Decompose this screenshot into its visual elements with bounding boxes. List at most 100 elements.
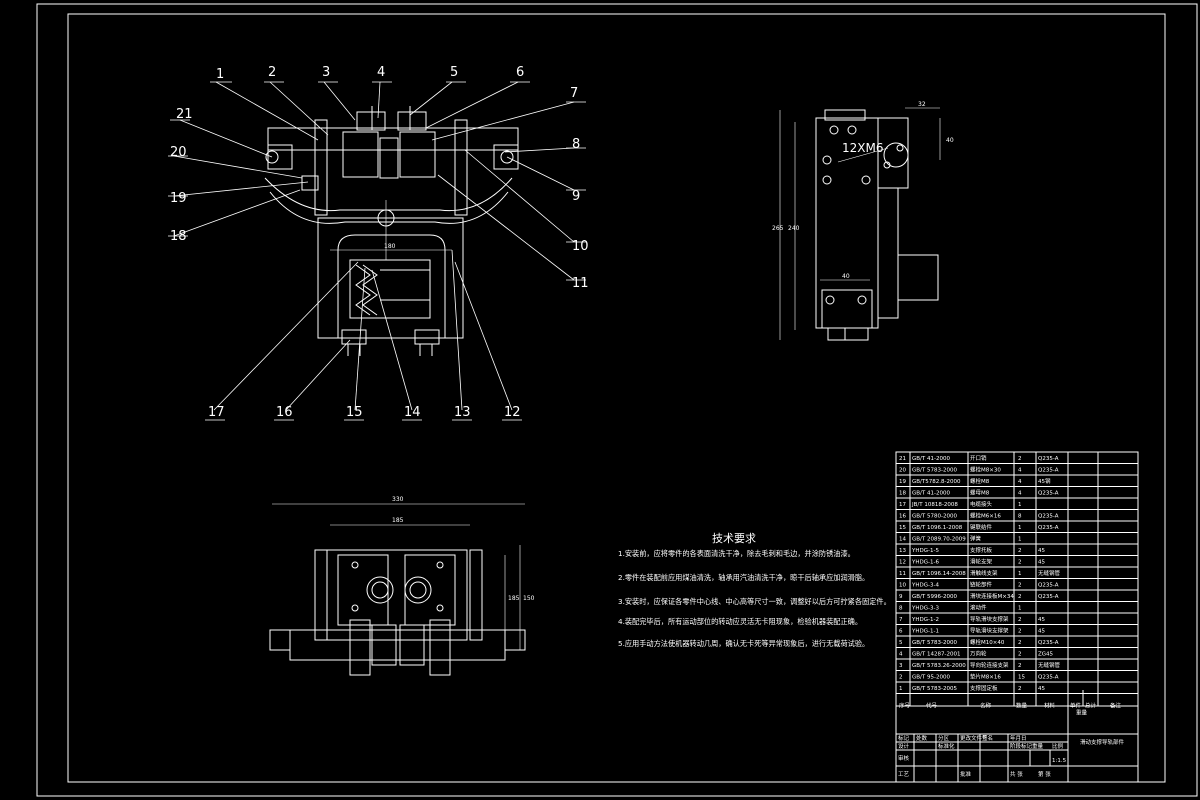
- bom-cell-name: 螺栓M8×30: [970, 466, 1001, 474]
- tb-label-stage: 阶段标记: [1010, 742, 1033, 750]
- part-label-4: 4: [377, 65, 385, 80]
- bom-cell-name: 螺母M8: [970, 489, 990, 497]
- tb-label-process: 工艺: [898, 771, 910, 778]
- tb-label-change: 更改文件号: [960, 734, 988, 742]
- bom-cell-no: 4: [899, 652, 903, 658]
- tb-label-count: 处数: [916, 734, 928, 742]
- bom-cell-qty: 2: [1018, 652, 1022, 658]
- bom-cell-code: YHDG-3-4: [911, 583, 939, 589]
- bom-cell-name: 键联结件: [970, 523, 993, 531]
- bom-cell-qty: 2: [1018, 548, 1022, 554]
- part-label-6: 6: [516, 65, 524, 80]
- bom-cell-no: 21: [899, 456, 906, 462]
- bom-cell-qty: 2: [1018, 617, 1022, 623]
- bom-cell-no: 9: [899, 594, 903, 600]
- bom-cell-qty: 4: [1018, 479, 1022, 485]
- part-label-17: 17: [208, 405, 225, 420]
- bom-cell-no: 6: [899, 629, 903, 635]
- part-label-11: 11: [572, 276, 589, 291]
- bom-cell-code: GB/T 5783-2005: [912, 686, 957, 692]
- bom-cell-code: YHDG-1-6: [911, 560, 939, 566]
- tb-label-approve: 批准: [960, 770, 972, 778]
- bom-cell-code: GB/T 1096.14-2008: [912, 571, 966, 577]
- bom-cell-code: GB/T 5783-2000: [912, 640, 957, 646]
- bom-cell-qty: 1: [1018, 502, 1022, 508]
- bom-cell-name: 滑轮支架: [970, 558, 993, 566]
- side-dim-right: 40: [946, 137, 954, 144]
- part-label-3: 3: [322, 65, 330, 80]
- part-label-1: 1: [216, 67, 224, 82]
- tb-label-scale: 比例: [1052, 742, 1064, 750]
- tb-label-design: 设计: [898, 742, 910, 750]
- bom-cell-name: 链轮部件: [970, 581, 993, 589]
- bom-cell-name: 垫片M8×16: [970, 673, 1001, 681]
- tech-item-3: 3.安装时，应保证各零件中心线、中心高等尺寸一致，调整好以后方可拧紧各固定件。: [618, 597, 891, 606]
- bom-cell-qty: 1: [1018, 537, 1022, 543]
- bom-cell-name: 弹簧: [970, 535, 982, 543]
- bom-cell-qty: 4: [1018, 491, 1022, 497]
- bom-cell-mat: Q235-A: [1038, 491, 1059, 497]
- tech-title: 技术要求: [712, 532, 756, 545]
- bom-cell-mat: Q235-A: [1038, 468, 1059, 474]
- bom-cell-code: GB/T 5996-2000: [912, 594, 957, 600]
- side-view: 12XM6 32 40 265 240 40: [772, 101, 954, 341]
- tb-label-mark: 标记: [898, 734, 910, 742]
- top-dim-right-1: 185: [508, 595, 520, 602]
- bom-cell-no: 8: [899, 606, 903, 612]
- bom-cell-qty: 1: [1018, 606, 1022, 612]
- bom-cell-no: 17: [899, 502, 906, 508]
- tb-label-weight: 重量: [1032, 742, 1044, 750]
- tb-label-total-sheets: 共 张: [1010, 770, 1023, 778]
- bom-cell-no: 11: [899, 571, 906, 577]
- front-view: 180: [264, 106, 519, 356]
- bom-cell-code: YHDG-1-2: [911, 617, 939, 623]
- bom-cell-mat: Q235-A: [1038, 456, 1059, 462]
- bom-cell-mat: Q235-A: [1038, 675, 1059, 681]
- bom-cell-no: 19: [899, 479, 906, 485]
- bom-cell-no: 5: [899, 640, 903, 646]
- tech-item-2: 2.零件在装配前应用煤油清洗，轴承用汽油清洗干净，晾干后轴承应加润滑脂。: [618, 573, 869, 582]
- side-dim-outer: 265: [772, 225, 784, 232]
- bom-cell-qty: 15: [1018, 675, 1025, 681]
- bom-cell-code: GB/T 41-2000: [912, 491, 950, 497]
- bom-cell-mat: 无缝钢管: [1038, 569, 1061, 577]
- part-label-2: 2: [268, 65, 276, 80]
- bom-cell-mat: 45: [1038, 686, 1045, 692]
- bom-cell-name: 支撑托板: [970, 546, 993, 554]
- bom-cell-no: 2: [899, 675, 903, 681]
- front-dim-width: 180: [384, 243, 396, 250]
- bom-cell-name: 导向轮连接支架: [970, 661, 1009, 669]
- part-label-16: 16: [276, 405, 293, 420]
- bom-cell-qty: 4: [1018, 468, 1022, 474]
- bom-cell-mat: Q235-A: [1038, 525, 1059, 531]
- bom-cell-code: JB/T 10818-2008: [911, 502, 958, 508]
- bom-cell-mat: ZG45: [1038, 652, 1054, 658]
- part-label-9: 9: [572, 189, 580, 204]
- bom-cell-no: 14: [899, 537, 906, 543]
- bom-cell-name: 万向轮: [970, 650, 987, 658]
- bom-cell-name: 螺栓M6×16: [970, 512, 1001, 520]
- bom-cell-code: GB/T 41-2000: [912, 456, 950, 462]
- part-label-14: 14: [404, 405, 421, 420]
- front-leader-lines: [168, 81, 586, 421]
- part-label-15: 15: [346, 405, 363, 420]
- bom-cell-no: 13: [899, 548, 906, 554]
- bom-cell-mat: 45: [1038, 560, 1045, 566]
- part-label-21: 21: [176, 107, 193, 122]
- bom-cell-name: 导轨滑块支撑架: [970, 627, 1009, 635]
- bom-cell-name: 支撑固定板: [970, 684, 998, 692]
- tech-item-4: 4.装配完毕后，所有运动部位的转动应灵活无卡阻现象，检验机器装配正确。: [618, 617, 862, 626]
- part-label-8: 8: [572, 137, 580, 152]
- bom-cell-qty: 2: [1018, 594, 1022, 600]
- bom-cell-qty: 2: [1018, 686, 1022, 692]
- tech-item-5: 5.应用手动方法使机器转动几周，确认无卡死等异常现象后，进行无载荷试验。: [618, 639, 869, 648]
- bom-cell-no: 15: [899, 525, 906, 531]
- side-dim-inner: 240: [788, 225, 800, 232]
- part-label-13: 13: [454, 405, 471, 420]
- bom-cell-mat: 45: [1038, 617, 1045, 623]
- bom-cell-mat: Q235-A: [1038, 594, 1059, 600]
- bom-header-weight: 重量: [1076, 709, 1088, 717]
- bom-cell-mat: 45: [1038, 548, 1045, 554]
- bom-cell-no: 10: [899, 583, 906, 589]
